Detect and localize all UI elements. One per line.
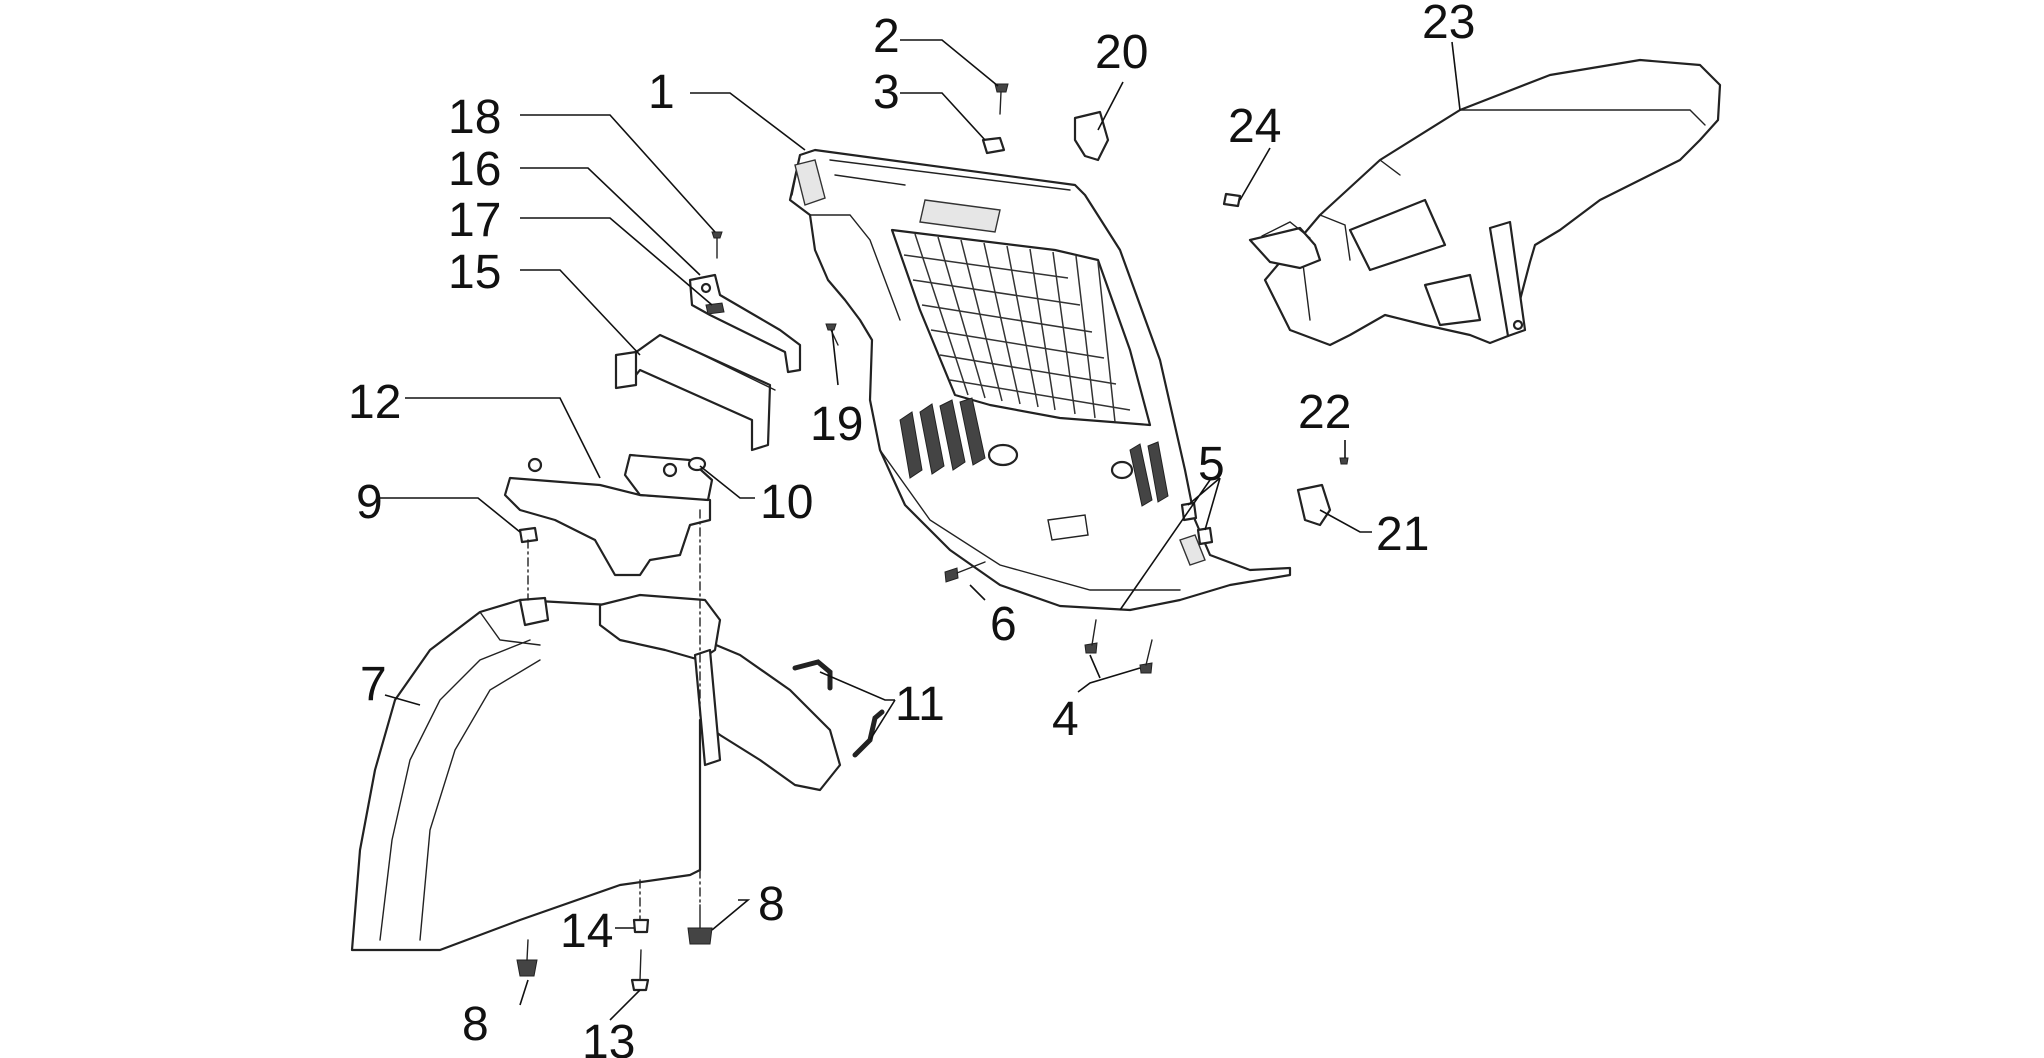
leader-19	[831, 329, 839, 386]
callout-8b: 8	[758, 878, 785, 931]
leader-3	[900, 92, 986, 141]
part-1-leg-shield	[788, 148, 1292, 612]
leader-15	[520, 269, 641, 356]
callout-13: 13	[582, 1016, 635, 1058]
part-24-bracket	[1222, 192, 1322, 270]
leader-11	[819, 671, 896, 741]
leader-8a	[519, 979, 529, 1006]
callout-17: 17	[448, 194, 501, 247]
callout-4: 4	[1052, 693, 1079, 746]
callout-3: 3	[873, 66, 900, 119]
leader-8b	[711, 899, 751, 931]
leader-13	[609, 989, 641, 1021]
leader-5	[1119, 477, 1221, 611]
callout-14: 14	[560, 905, 613, 958]
callout-23: 23	[1422, 0, 1475, 49]
callout-12: 12	[348, 376, 401, 429]
callout-20: 20	[1095, 26, 1148, 79]
part-16-bracket	[688, 273, 802, 374]
callout-6: 6	[990, 598, 1017, 651]
leader-16	[520, 167, 701, 276]
callout-21: 21	[1376, 508, 1429, 561]
leader-1	[690, 92, 806, 151]
leader-21	[1319, 509, 1372, 533]
part-15-clamp	[614, 333, 776, 452]
callout-22: 22	[1298, 386, 1351, 439]
leader-24	[1239, 147, 1271, 201]
leader-lines	[380, 39, 1461, 1021]
callout-2: 2	[873, 10, 900, 63]
callout-1: 1	[648, 66, 675, 119]
leader-12	[405, 397, 601, 479]
callout-11: 11	[895, 678, 945, 731]
callout-labels: 1 2 3 4 5 6 7 8 8 9 10 11 12 13 14 15 16…	[348, 0, 1475, 1058]
callout-7: 7	[360, 658, 387, 711]
part-23-rear-mudguard	[1263, 58, 1722, 347]
callout-16: 16	[448, 143, 501, 196]
leader-2	[900, 39, 999, 87]
part-12-bracket	[503, 453, 714, 577]
part-7-front-mudguard	[350, 593, 842, 952]
callout-24: 24	[1228, 100, 1281, 153]
leader-23	[1451, 41, 1461, 111]
leader-18	[520, 114, 716, 233]
callout-8a: 8	[462, 998, 489, 1051]
callout-10: 10	[760, 476, 813, 529]
callout-18: 18	[448, 91, 501, 144]
leader-10	[699, 465, 755, 499]
leader-4	[1077, 654, 1141, 693]
callout-5: 5	[1198, 438, 1225, 491]
callout-9: 9	[356, 476, 383, 529]
leader-9	[380, 497, 521, 533]
leader-7	[384, 694, 421, 706]
callout-15: 15	[448, 246, 501, 299]
callout-19: 19	[810, 398, 863, 451]
leader-17	[520, 217, 713, 306]
leader-20	[1097, 81, 1124, 131]
leader-6	[969, 584, 986, 601]
